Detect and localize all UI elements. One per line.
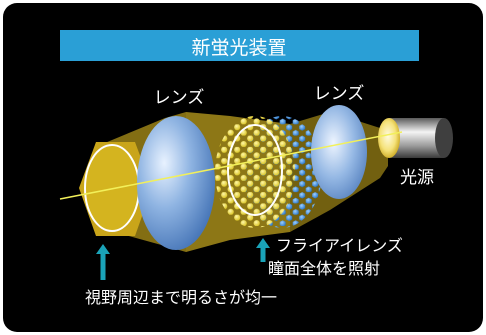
lens-left [137,116,215,250]
light-source-bulb [378,118,400,158]
fly-eye-arrow [256,238,270,262]
lens-left-label: レンズ [154,88,205,108]
diagram-title: 新蛍光装置 [191,37,286,59]
field-ellipse [84,144,140,232]
fly-eye-outline [227,124,283,216]
bottom-caption: 視野周辺まで明るさが均一 [85,288,277,307]
field-arrow [96,244,110,280]
fly-eye-lens-yellow [215,116,295,228]
light-source-label: 光源 [400,168,434,188]
fly-eye-label: フライアイレンズ [276,236,403,255]
light-source-back [435,118,453,158]
lens-right-label: レンズ [314,84,365,104]
lens-right [311,105,367,199]
fly-eye-caption: 瞳面全体を照射 [268,259,380,278]
optical-axis [59,131,403,200]
title-bar [60,30,419,61]
